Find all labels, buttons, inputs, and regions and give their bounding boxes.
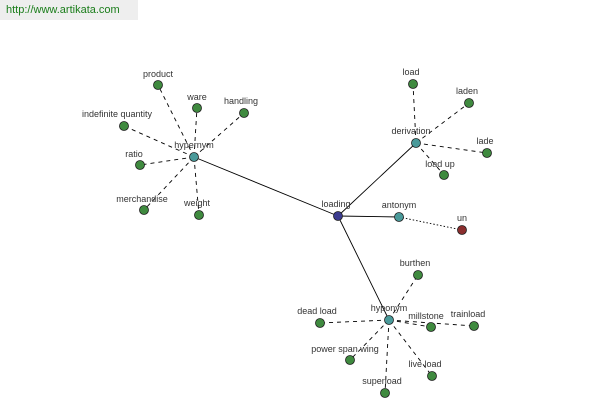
term-un-node[interactable]	[457, 225, 467, 235]
term-lade-label: lade	[476, 136, 493, 146]
term-trainload-label: trainload	[451, 309, 486, 319]
word-loading-node[interactable]	[333, 211, 343, 221]
term-laden-label: laden	[456, 86, 478, 96]
edge-hypernym-product	[157, 84, 195, 158]
source-url[interactable]: http://www.artikata.com	[6, 4, 120, 16]
term-burthen-node[interactable]	[413, 270, 423, 280]
relation-derivation-node[interactable]	[411, 138, 421, 148]
edge-loading-hyponym	[337, 215, 390, 321]
edge-hyponym-live-load	[388, 319, 433, 377]
edge-derivation-laden	[415, 102, 470, 144]
term-product-label: product	[143, 69, 174, 79]
edge-derivation-load	[412, 83, 417, 144]
term-ratio-label: ratio	[125, 149, 143, 159]
relation-hyponym-node[interactable]	[384, 315, 394, 325]
term-load-up-node[interactable]	[439, 170, 449, 180]
edge-hypernym-ratio	[139, 156, 195, 166]
url-banner: http://www.artikata.com	[0, 0, 138, 20]
edge-derivation-load-up	[415, 142, 445, 176]
relation-antonym-label: antonym	[382, 200, 417, 210]
term-ware-node[interactable]	[192, 103, 202, 113]
term-load-label: load	[402, 67, 419, 77]
edge-derivation-lade	[415, 142, 488, 154]
edge-hypernym-ware	[193, 107, 198, 158]
term-indefinite-quantity-label: indefinite quantity	[82, 109, 153, 119]
term-lade-node[interactable]	[482, 148, 492, 158]
term-millstone-node[interactable]	[426, 322, 436, 332]
relation-hyponym-label: hyponym	[371, 303, 408, 313]
term-un-label: un	[457, 213, 467, 223]
term-ratio-node[interactable]	[135, 160, 145, 170]
edge-loading-antonym	[337, 215, 400, 218]
edge-hyponym-burthen	[388, 274, 419, 321]
relation-derivation-label: derivation	[391, 126, 430, 136]
edge-hypernym-handling	[193, 112, 245, 158]
term-millstone-label: millstone	[408, 311, 444, 321]
edge-antonym-un	[398, 216, 463, 231]
edge-hyponym-dead-load	[319, 319, 390, 324]
term-power-span-wing-label: power span wing	[311, 344, 379, 354]
term-product-node[interactable]	[153, 80, 163, 90]
term-laden-node[interactable]	[464, 98, 474, 108]
term-load-node[interactable]	[408, 79, 418, 89]
term-dead-load-node[interactable]	[315, 318, 325, 328]
term-dead-load-label: dead load	[297, 306, 337, 316]
edge-loading-hypernym	[193, 156, 339, 217]
term-merchandise-label: merchandise	[116, 194, 168, 204]
term-ware-label: ware	[186, 92, 207, 102]
term-handling-label: handling	[224, 96, 258, 106]
edge-hyponym-power-span-wing	[349, 319, 390, 361]
term-power-span-wing-node[interactable]	[345, 355, 355, 365]
edge-hypernym-weight	[193, 156, 200, 216]
term-trainload-node[interactable]	[469, 321, 479, 331]
term-indefinite-quantity-node[interactable]	[119, 121, 129, 131]
word-loading-label: loading	[321, 199, 350, 209]
term-superload-label: superload	[362, 376, 402, 386]
edge-loading-derivation	[337, 142, 417, 217]
term-weight-node[interactable]	[194, 210, 204, 220]
term-load-up-label: load up	[425, 159, 455, 169]
term-superload-node[interactable]	[380, 388, 390, 398]
term-live-load-label: live load	[408, 359, 441, 369]
term-merchandise-node[interactable]	[139, 205, 149, 215]
term-burthen-label: burthen	[400, 258, 431, 268]
term-handling-node[interactable]	[239, 108, 249, 118]
term-weight-label: weight	[183, 198, 211, 208]
relation-antonym-node[interactable]	[394, 212, 404, 222]
relation-hypernym-node[interactable]	[189, 152, 199, 162]
term-live-load-node[interactable]	[427, 371, 437, 381]
edge-hyponym-millstone	[388, 319, 432, 328]
relation-hypernym-label: hypernym	[174, 140, 214, 150]
